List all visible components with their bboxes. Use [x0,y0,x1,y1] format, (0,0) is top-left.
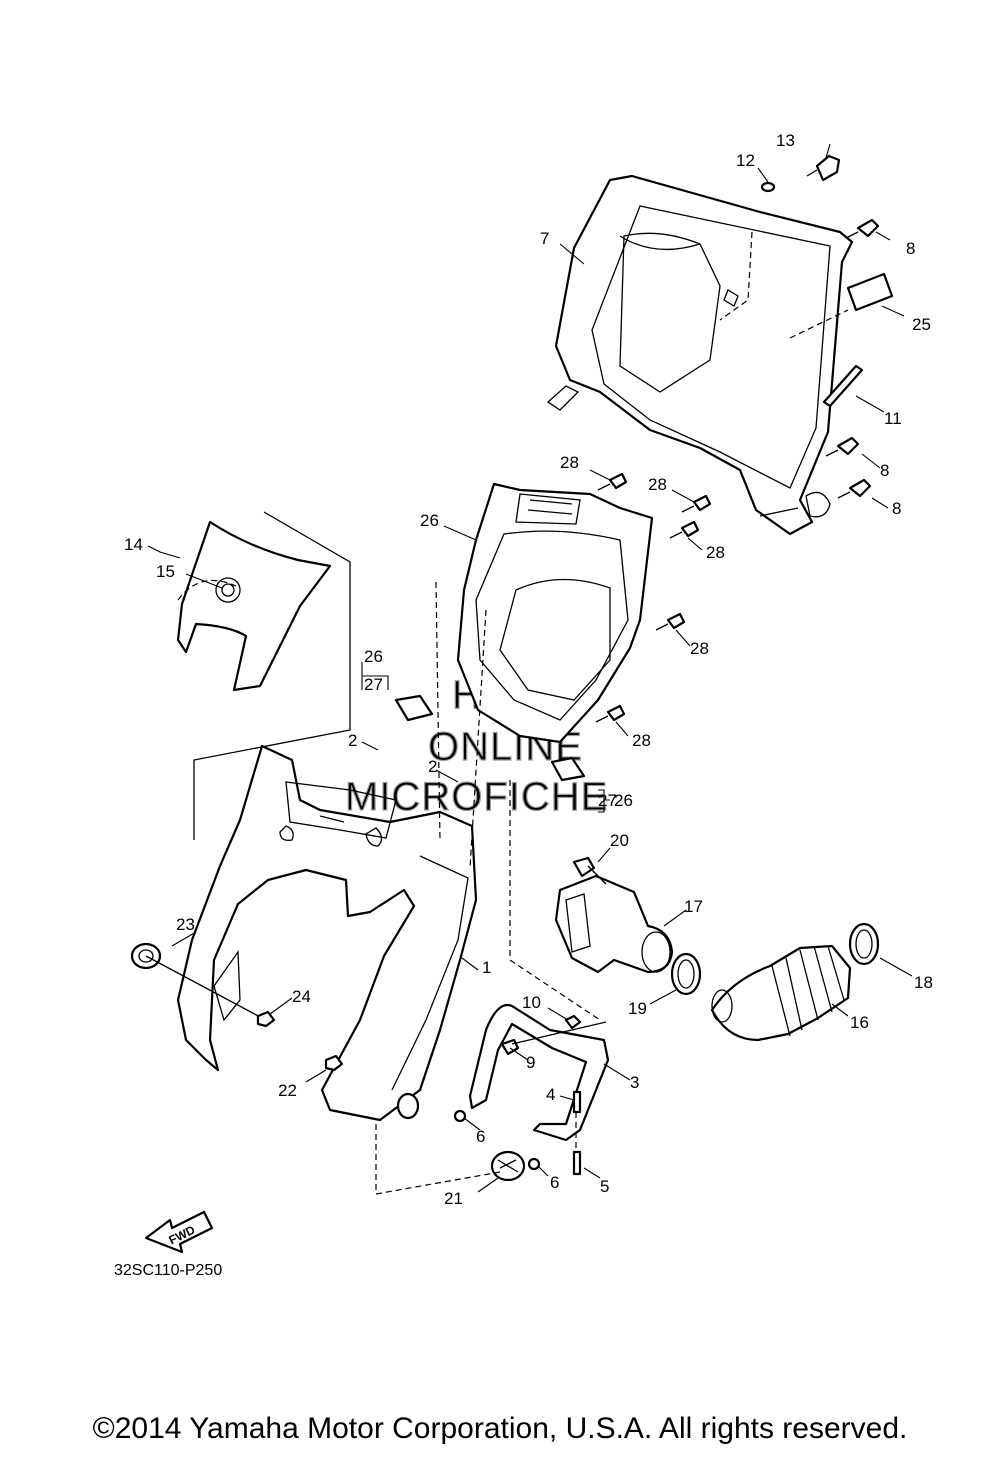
fasteners-23-24 [130,942,344,1072]
part-27-bracket-left [394,694,434,722]
callout-24: 24 [292,987,311,1006]
part-26-center-panel [456,482,654,744]
screws-28 [595,472,712,723]
part-19-clamp [670,952,702,996]
callout-22: 22 [278,1081,297,1100]
callout-27: 27 [364,675,383,694]
callout-25: 25 [912,315,931,334]
callouts: 1 2 2 3 4 5 6 6 7 8 8 8 9 10 11 12 13 14… [124,131,933,1208]
callout-6: 6 [476,1127,485,1146]
callout-19: 19 [628,999,647,1018]
part-18-clamp [848,922,880,966]
hardware-top [760,154,894,499]
part-17-air-duct [554,856,674,974]
callout-28: 28 [560,453,579,472]
copyright-notice: ©2014 Yamaha Motor Corporation, U.S.A. A… [92,1412,908,1445]
callout-15: 15 [156,562,175,581]
callout-11: 11 [884,409,902,428]
diagram-code: 32SC110-P250 [114,1262,223,1279]
callout-1: 1 [482,958,491,977]
callout-9: 9 [526,1053,535,1072]
callout-5: 5 [600,1177,609,1196]
callout-23: 23 [176,915,195,934]
fwd-arrow-icon: FWD [144,1210,214,1254]
callout-28c: 28 [706,543,725,562]
callout-27b: 27 [598,791,617,810]
callout-8b: 8 [880,461,889,480]
leader-lines [147,143,913,1193]
part-21-knob [375,1124,526,1195]
callout-10: 10 [522,993,541,1012]
part-7-inner-panel [546,174,854,536]
callout-2b: 2 [428,757,437,776]
callout-28b: 28 [648,475,667,494]
callout-26b: 26 [364,647,383,666]
part-27-bracket-right [550,756,586,782]
callout-26c: 26 [614,791,633,810]
callout-20: 20 [610,831,629,850]
callout-18: 18 [914,973,933,992]
callout-26: 26 [420,511,439,530]
callout-28e: 28 [632,731,651,750]
part-1-front-cover [176,581,601,1122]
callout-12: 12 [736,151,755,170]
callout-13: 13 [776,131,795,150]
callout-2: 2 [348,731,357,750]
callout-8c: 8 [892,499,901,518]
callout-7: 7 [540,229,549,248]
part-14-emblem-panel [176,511,351,840]
part-16-hose [710,944,852,1042]
callout-4: 4 [546,1085,555,1104]
callout-17: 17 [684,897,703,916]
callout-14: 14 [124,535,143,554]
callout-6b: 6 [550,1173,559,1192]
part-3-hook-bracket [453,1003,610,1176]
callout-16: 16 [850,1013,869,1032]
callout-3: 3 [630,1073,639,1092]
callout-8: 8 [906,239,915,258]
callout-28d: 28 [690,639,709,658]
callout-21: 21 [444,1189,463,1208]
watermark-line-3: MICROFICHE [345,775,608,819]
